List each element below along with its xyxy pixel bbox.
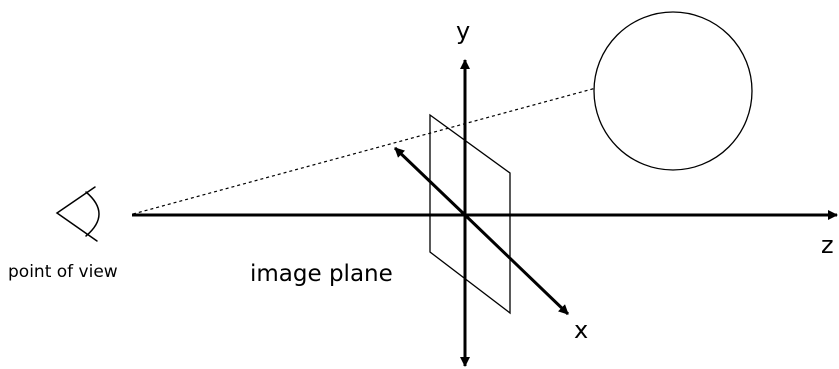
point-of-view-label: point of view (8, 262, 118, 282)
sphere (593, 11, 753, 171)
eye-icon (55, 186, 100, 242)
x-axis-back (393, 146, 467, 217)
image-plane-label: image plane (250, 261, 393, 287)
image-plane-shape (429, 113, 511, 315)
line-of-sight (132, 87, 597, 215)
x-axis (463, 213, 570, 316)
z-axis-label: z (821, 231, 834, 259)
y-axis-label: y (456, 17, 470, 45)
x-axis-label: x (574, 316, 588, 344)
